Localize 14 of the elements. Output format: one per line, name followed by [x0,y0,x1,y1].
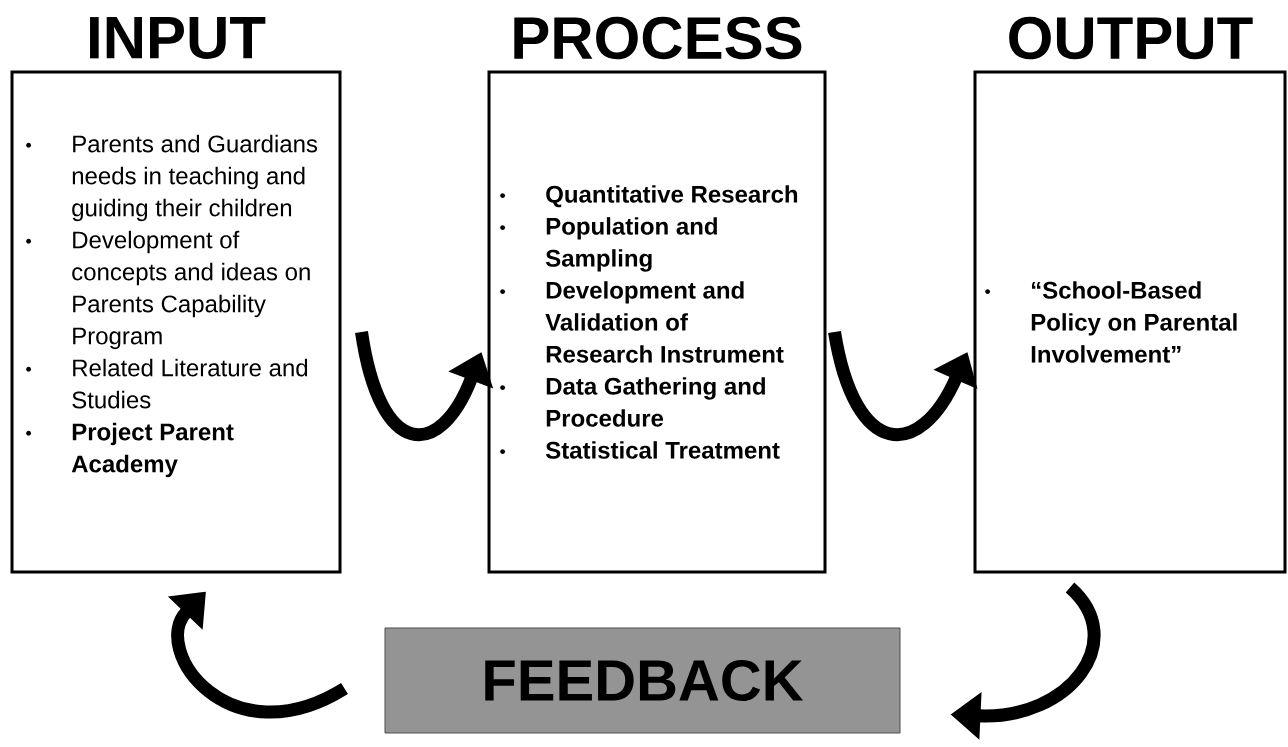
heading: OUTPUT [1009,16,1253,60]
bullet-item: Population and Sampling [545,217,717,272]
bullet-item: Quantitative Research [546,185,798,208]
bullet-item: Parents and Guardians needs in teaching and guiding their children [72,134,318,222]
bullet-item: Development of concepts and ideas on Parents Capability Program [72,230,310,350]
bullet-item: Data Gathering and Procedure [546,377,765,427]
bullet-item: “School-Based Policy on Parental Involvement” [1031,281,1237,363]
heading: INPUT [90,17,266,59]
bullet-item: Statistical Treatment [545,441,780,459]
heading: PROCESS [514,16,802,60]
bullet-item: Project Parent Academy [71,422,234,478]
feedback-box: FEEDBACK [384,627,901,734]
bullet-item: Related Literature and Studies [72,358,308,409]
bullet-item: Development and Validation of Research Instrument [545,281,784,363]
